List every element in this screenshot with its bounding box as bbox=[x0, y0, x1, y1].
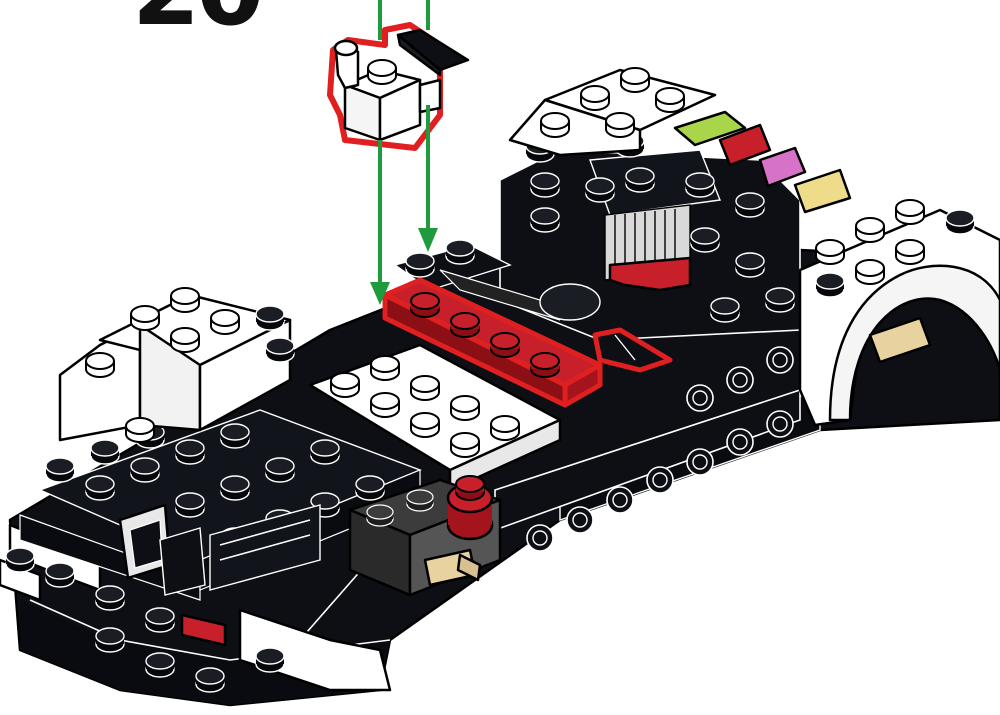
new-part-callout bbox=[330, 25, 468, 148]
black-slope-tile-icon bbox=[398, 30, 468, 75]
white-plate-top-rear bbox=[510, 68, 715, 155]
